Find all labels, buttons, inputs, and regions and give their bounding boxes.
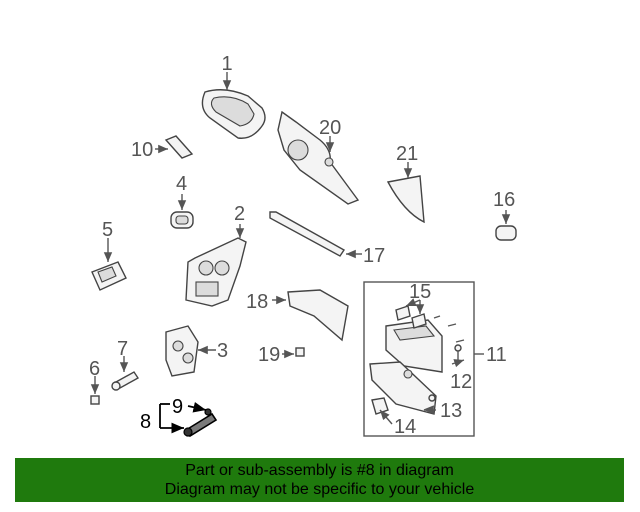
callout-6: 6 — [89, 358, 100, 380]
callout-21: 21 — [396, 143, 418, 165]
part-16-clip — [495, 225, 517, 241]
part-15-clips — [395, 305, 427, 329]
callout-4: 4 — [176, 173, 187, 195]
callout-7: 7 — [117, 338, 128, 360]
banner-line-1: Part or sub-assembly is #8 in diagram — [185, 462, 454, 479]
callout-14: 14 — [394, 416, 416, 438]
part-12-fastener — [454, 344, 462, 362]
part-14-latch — [371, 397, 389, 415]
info-banner: Part or sub-assembly is #8 in diagram Di… — [15, 458, 624, 502]
callout-10: 10 — [131, 139, 153, 161]
callout-2: 2 — [234, 203, 245, 225]
part-19-clip — [295, 347, 305, 357]
callout-16: 16 — [493, 189, 515, 211]
callout-20: 20 — [319, 117, 341, 139]
part-1-cluster-bezel — [201, 89, 266, 139]
part-11-glovebox-frame — [363, 281, 475, 437]
parts-diagram: 1 10 20 21 4 2 17 16 5 — [89, 53, 517, 438]
part-6-bolt — [90, 395, 100, 405]
part-10-trim — [164, 135, 194, 159]
callout-13: 13 — [440, 400, 462, 422]
callout-19: 19 — [258, 344, 280, 366]
part-8-assembly — [183, 408, 218, 438]
part-17-trim-strip — [269, 211, 346, 257]
callout-15: 15 — [409, 281, 431, 303]
callout-5: 5 — [102, 219, 113, 241]
part-18-lower-trim — [287, 289, 349, 342]
part-21-corner-trim — [386, 175, 425, 224]
callout-11: 11 — [486, 344, 507, 366]
banner-line-2: Diagram may not be specific to your vehi… — [164, 481, 475, 498]
part-20-trim-panel — [277, 110, 360, 205]
callout-8: 8 — [140, 411, 151, 433]
callout-3: 3 — [217, 340, 228, 362]
part-7-connector — [111, 371, 140, 391]
callout-1: 1 — [221, 53, 232, 75]
callout-9: 9 — [172, 396, 183, 418]
part-3-lower-bezel — [165, 325, 199, 377]
part-5-bracket — [91, 261, 127, 291]
callout-18: 18 — [246, 291, 268, 313]
callout-12: 12 — [450, 371, 472, 393]
part-2-center-bezel — [185, 237, 247, 307]
part-4-vent — [170, 211, 194, 229]
screw-set — [433, 315, 465, 343]
callout-17: 17 — [363, 245, 385, 267]
